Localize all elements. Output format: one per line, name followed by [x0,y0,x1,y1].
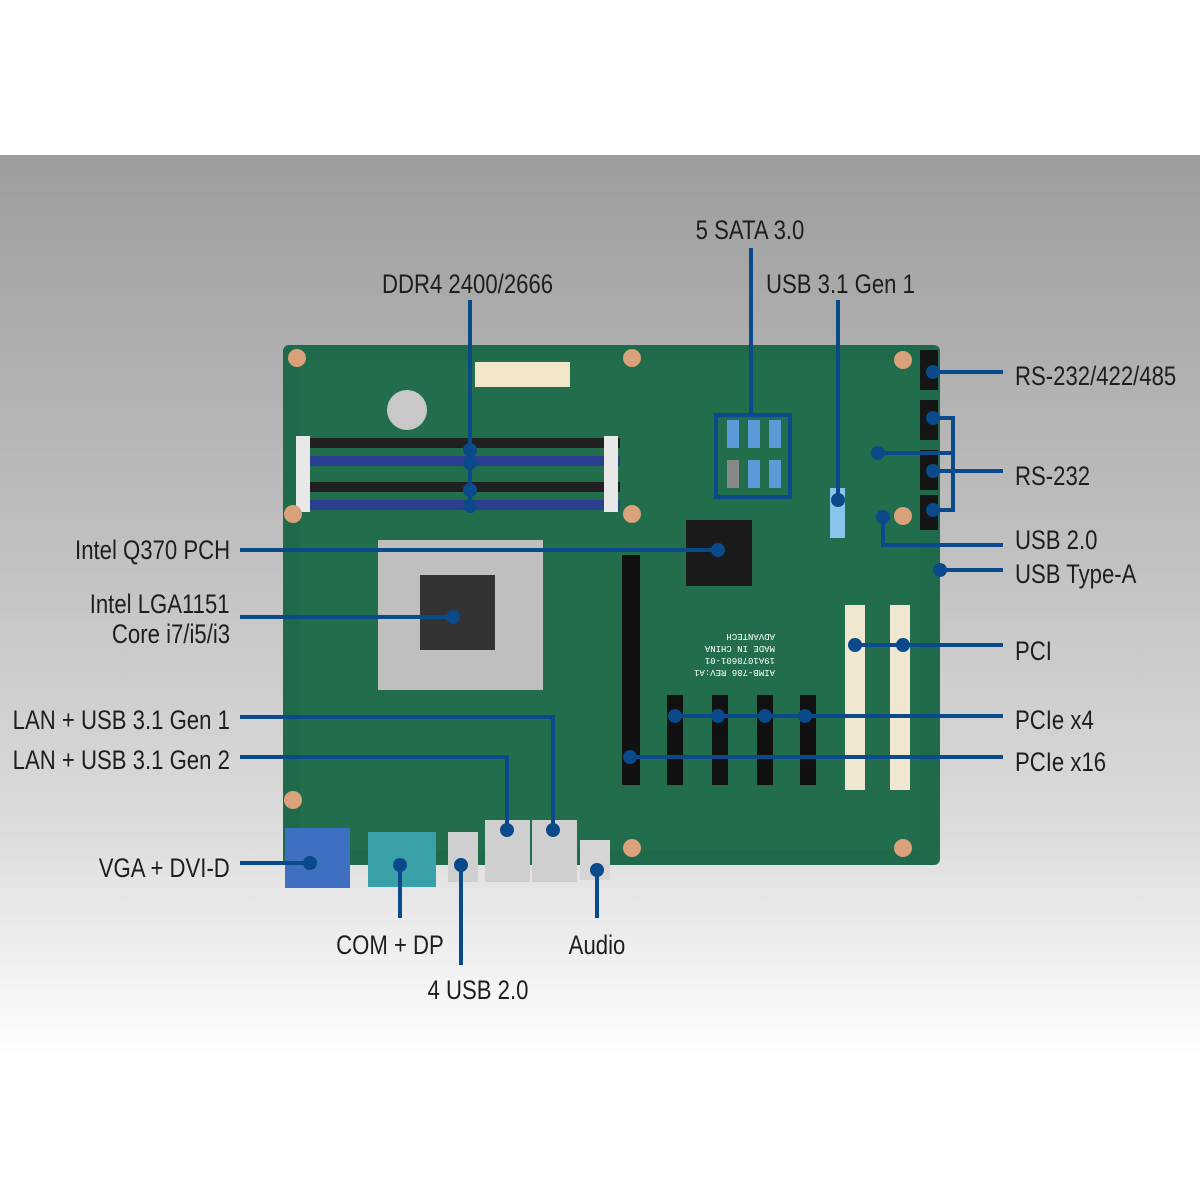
sata-ports [727,420,781,488]
label-cpu-line1: Intel LGA1151 [90,589,230,619]
pci-slots [845,605,910,790]
label-pcie-x16: PCIe x16 [1015,747,1107,777]
vga-port [285,828,350,888]
label-usb20-header: USB 2.0 [1015,525,1098,555]
board-marking: ADVANTECH [726,631,775,641]
label-lan-usb-gen2: LAN + USB 3.1 Gen 2 [12,745,230,775]
label-lan-usb-gen1: LAN + USB 3.1 Gen 1 [12,705,230,735]
label-vga-dvi: VGA + DVI-D [98,853,230,883]
board-marking: 19A1078601-01 [705,655,775,665]
label-ddr4: DDR4 2400/2666 [382,269,554,299]
label-pcie-x4: PCIe x4 [1015,705,1094,735]
callout-dots [303,365,947,877]
motherboard: AIMB-786 REV:A1 19A1078601-01 MADE IN CH… [283,345,940,888]
label-rs232: RS-232 [1015,461,1091,491]
cmos-battery [387,390,427,430]
board-marking: AIMB-786 REV:A1 [694,667,775,677]
label-pci: PCI [1015,636,1052,666]
dimm-slots [296,436,620,512]
label-audio: Audio [568,930,626,960]
label-usb31-gen1-header: USB 3.1 Gen 1 [766,269,915,299]
label-com-dp: COM + DP [336,930,444,960]
label-usb20-rear: 4 USB 2.0 [427,975,529,1005]
label-cpu-line2: Core i7/i5/i3 [111,619,230,649]
label-sata: 5 SATA 3.0 [695,215,805,245]
label-pch: Intel Q370 PCH [74,535,230,565]
callout-lines [240,248,1003,965]
label-usb-type-a: USB Type-A [1015,559,1137,589]
atx-power-connector [475,362,570,387]
board-marking: MADE IN CHINA [704,643,775,653]
label-rs232-422-485: RS-232/422/485 [1015,361,1177,391]
